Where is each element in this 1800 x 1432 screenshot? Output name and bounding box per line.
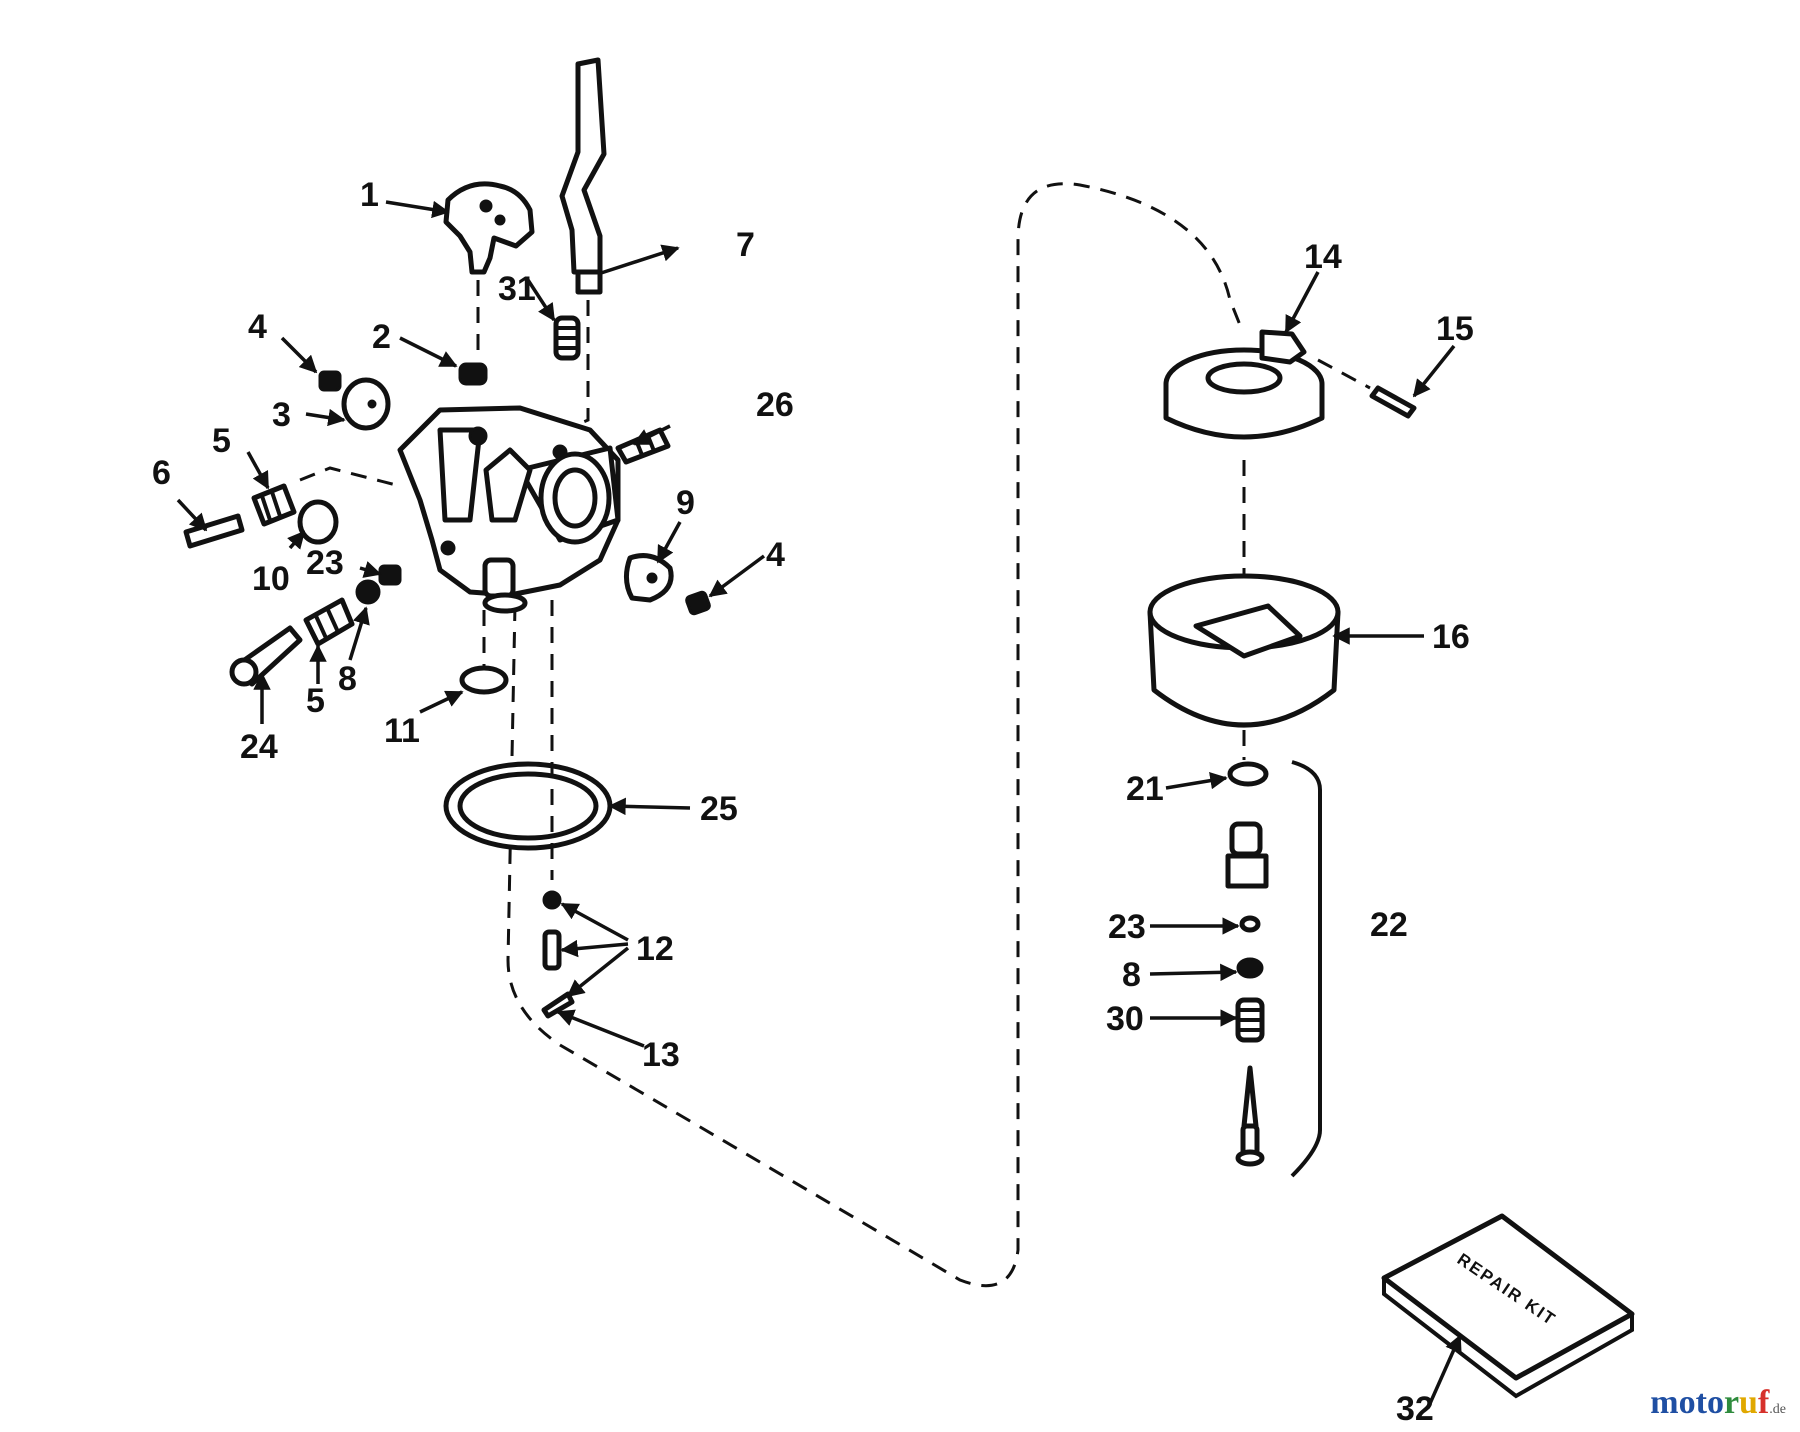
watermark-letter: m: [1650, 1384, 1679, 1421]
spring-clip-part-2: [458, 362, 488, 386]
throttle-bracket-part-1: [443, 181, 535, 275]
bowl-nut-part-22: [1225, 821, 1269, 889]
spring-part-31: [553, 315, 581, 361]
callout-5-lower: 5: [306, 682, 325, 720]
callout-23-left: 23: [306, 544, 344, 582]
leader-arrows: [176, 200, 1462, 1409]
watermark-letter: o: [1678, 1384, 1696, 1421]
float-pin-part-15: [1369, 385, 1417, 419]
callout-5-upper: 5: [212, 422, 231, 460]
clip-part-13: [541, 991, 575, 1019]
callout-7: 7: [736, 226, 755, 264]
callout-1: 1: [360, 176, 379, 214]
callout-25: 25: [700, 790, 738, 828]
watermark-letter: u: [1739, 1384, 1758, 1421]
watermark-brand: motoruf: [1650, 1384, 1769, 1421]
float-bowl-part-16: [1147, 573, 1341, 728]
callout-15: 15: [1436, 310, 1474, 348]
choke-plate-part-9: [624, 553, 674, 603]
callout-9: 9: [676, 484, 695, 522]
callout-6: 6: [152, 454, 171, 492]
callout-32: 32: [1396, 1390, 1434, 1428]
callout-11: 11: [384, 712, 420, 750]
callout-31: 31: [498, 270, 536, 308]
callout-4-upper: 4: [248, 308, 267, 346]
float-part-14: [1163, 329, 1325, 440]
needle-part-30-lower: [1235, 1065, 1265, 1167]
throttle-plate-part-3: [341, 377, 391, 431]
washer-part-23-right: [1239, 915, 1261, 933]
spring-part-5-upper: [251, 483, 297, 527]
assembly-dashed-loop: [506, 182, 1244, 1288]
callout-22: 22: [1370, 906, 1408, 944]
callout-30: 30: [1106, 1000, 1144, 1038]
washer-part-23-left: [378, 564, 402, 586]
watermark-letter: f: [1757, 1384, 1770, 1421]
callout-10: 10: [252, 560, 290, 598]
needle-part-24: [229, 625, 303, 687]
seal-part-8-right: [1236, 957, 1264, 979]
seal-part-8-left: [355, 579, 381, 605]
callout-13: 13: [642, 1036, 680, 1074]
fuel-inlet-part-26: [615, 427, 671, 465]
idle-screw-dashline: [299, 466, 401, 488]
watermark-letter: t: [1695, 1384, 1707, 1421]
carburetor-body: [397, 405, 621, 614]
callout-12: 12: [636, 930, 674, 968]
idle-screw-part-6: [183, 513, 245, 549]
callout-16: 16: [1432, 618, 1470, 656]
callout-23-right: 23: [1108, 908, 1146, 946]
callout-4-right: 4: [766, 536, 785, 574]
washer-part-21: [1227, 761, 1269, 787]
screw-part-4-right: [685, 590, 711, 616]
repair-kit-part-32: REPAIR KIT: [1381, 1213, 1635, 1399]
callout-21: 21: [1126, 770, 1164, 808]
spring-part-5-lower: [303, 597, 355, 647]
bracket-22: [1290, 760, 1322, 1178]
gasket-part-25: [443, 761, 613, 851]
watermark-suffix: .de: [1769, 1402, 1786, 1417]
spring-part-30: [1235, 997, 1265, 1043]
callout-24: 24: [240, 728, 278, 766]
watermark-letter: r: [1723, 1384, 1740, 1421]
callout-14: 14: [1304, 238, 1342, 276]
callout-26: 26: [756, 386, 794, 424]
o-ring-part-11: [459, 665, 509, 695]
callout-8-left: 8: [338, 660, 357, 698]
needle-seat-part-12: [542, 890, 562, 971]
callout-2: 2: [372, 318, 391, 356]
o-ring-part-10: [297, 499, 339, 545]
float-pin-dashline: [1317, 358, 1371, 390]
watermark-letter: o: [1706, 1384, 1724, 1421]
callout-8-right: 8: [1122, 956, 1141, 994]
site-watermark: motoruf.de: [1650, 1384, 1786, 1422]
callout-labels: 1 2 3 4 4 5 5 6 7 8 8 9 10 11 12 13 14 1…: [152, 176, 1474, 1428]
screw-part-4-upper: [318, 370, 342, 392]
callout-3: 3: [272, 396, 291, 434]
choke-lever-part-7: [559, 57, 607, 295]
